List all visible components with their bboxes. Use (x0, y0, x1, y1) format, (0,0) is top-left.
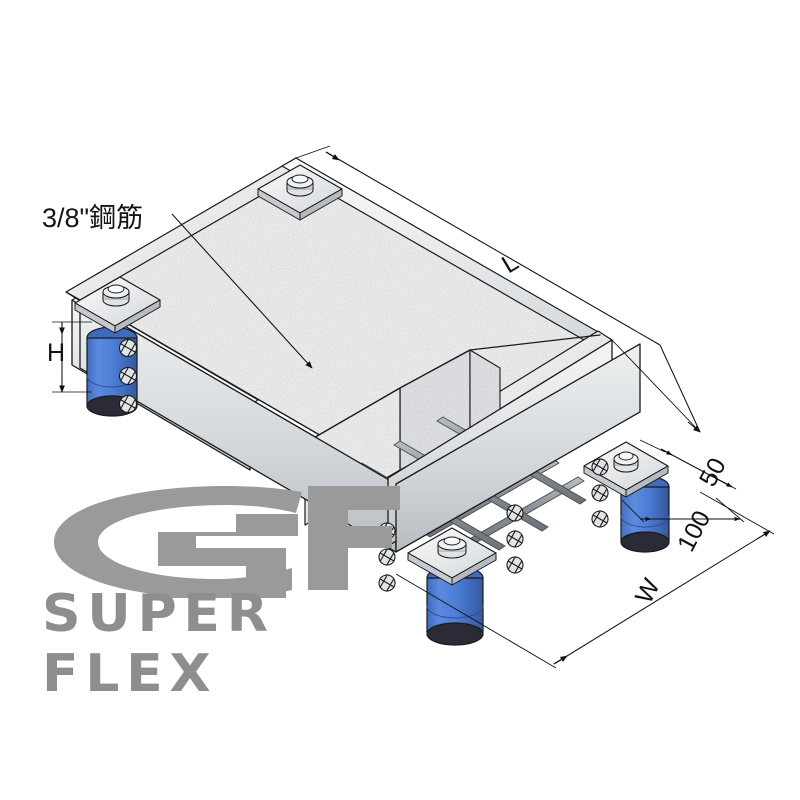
hex-bolt-left (102, 284, 130, 307)
dimension-line-100 (621, 497, 745, 523)
dimension-label-H: H (47, 339, 66, 367)
rail-bolts-left (118, 338, 138, 414)
mount-plate-left (74, 276, 161, 334)
dimension-line-W (395, 491, 775, 669)
dimension-line-H (52, 321, 92, 393)
rail-bolts-right-front (506, 458, 609, 574)
hex-bolt-front (437, 536, 467, 559)
leader-line-rebar-note (171, 213, 313, 369)
mount-plate-top (257, 164, 343, 221)
hex-bolt-right (613, 451, 639, 473)
mount-plate-front (407, 527, 497, 586)
dimension-line-L (295, 145, 701, 433)
rebar-note-label: 3/8"鋼筋 (42, 203, 144, 233)
dimension-line-50 (639, 439, 737, 490)
mount-plate-right (583, 441, 669, 498)
hex-bolt-top (286, 174, 314, 197)
